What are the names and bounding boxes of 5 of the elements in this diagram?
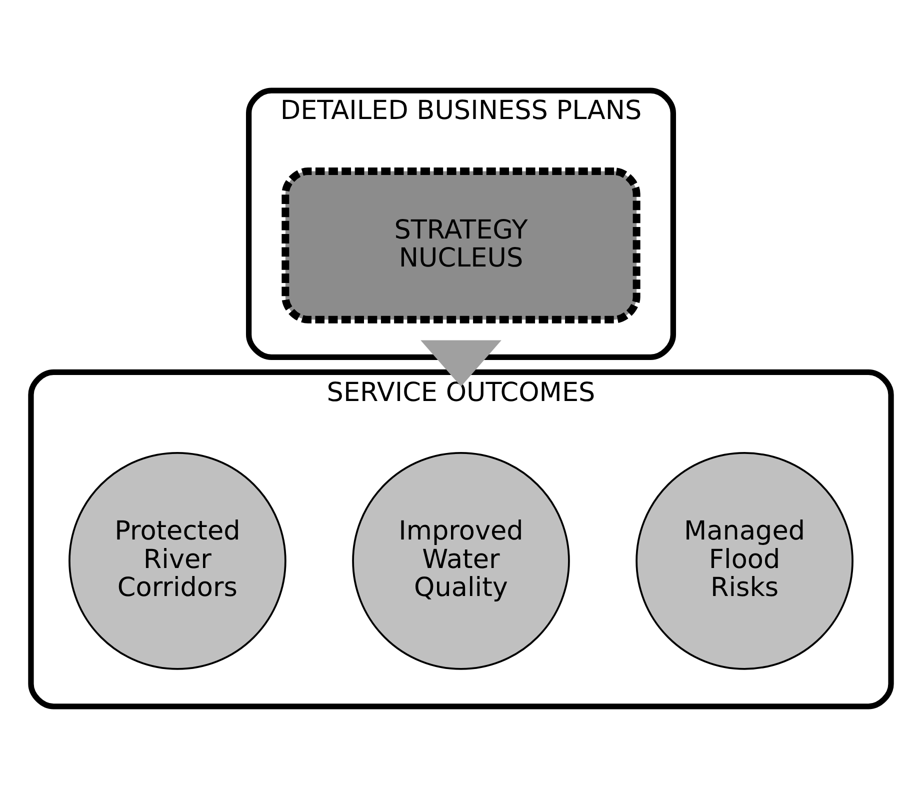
node-circle: Managed Flood Risks (636, 452, 854, 670)
node-circle: Improved Water Quality (352, 452, 570, 670)
node-circle: Protected River Corridors (68, 452, 286, 670)
arrow (420, 340, 502, 386)
node-box: STRATEGY NUCLEUS (282, 167, 640, 323)
